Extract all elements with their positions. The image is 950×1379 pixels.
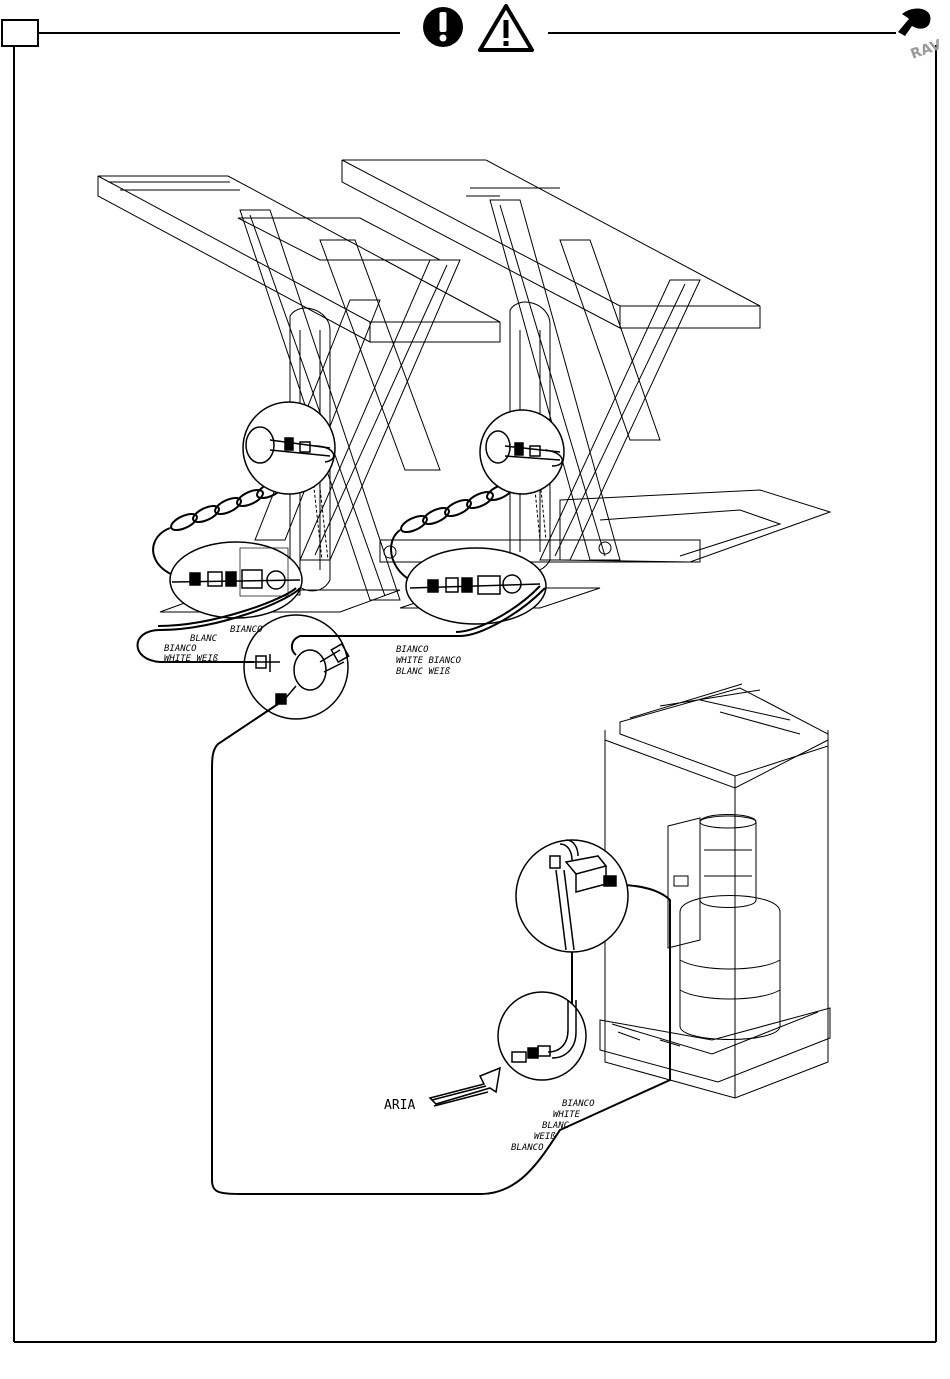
detail-valve-block	[516, 840, 628, 952]
warning-triangle-icon	[480, 6, 532, 50]
right-platform	[342, 160, 760, 328]
corner-box	[2, 20, 38, 46]
detail-air-inlet	[498, 992, 586, 1080]
exclamation-circle-icon	[423, 7, 463, 47]
power-unit-illustration	[600, 684, 830, 1098]
left-platform	[98, 176, 500, 342]
detail-cylinder-left	[243, 402, 335, 494]
detail-fitting-right	[406, 548, 546, 624]
detail-cylinder-right	[480, 410, 564, 494]
detail-fitting-left	[170, 542, 302, 618]
svg-text:RAV: RAV	[909, 37, 944, 63]
lower-label-3: BLANC	[542, 1121, 570, 1131]
air-inlet-arrow	[430, 1068, 500, 1106]
center-label-2: WHITE BIANCO	[396, 656, 462, 666]
lower-label-4: WEIß	[534, 1132, 556, 1142]
lower-label-1: BIANCO	[562, 1099, 595, 1109]
center-hose-labels: BIANCO WHITE BIANCO BLANC WEIß	[396, 645, 462, 677]
lower-label-2: WHITE	[553, 1110, 581, 1120]
scissor-lift-illustration	[98, 160, 830, 612]
center-label-3: BLANC WEIß	[396, 667, 450, 677]
left-label-3: BIANCO	[164, 644, 197, 654]
lower-label-5: BLANCO	[511, 1143, 544, 1153]
left-label-1: BIANCO	[230, 625, 263, 635]
lower-hose-labels: BIANCO WHITE BLANC WEIß BLANCO	[511, 1099, 595, 1153]
center-label-1: BIANCO	[396, 645, 429, 655]
left-label-2: BLANC	[190, 634, 218, 644]
left-label-4: WHITE WEIß	[164, 654, 218, 664]
air-inlet-label: ARIA	[384, 1098, 415, 1113]
right-scissor-arms	[490, 200, 700, 572]
